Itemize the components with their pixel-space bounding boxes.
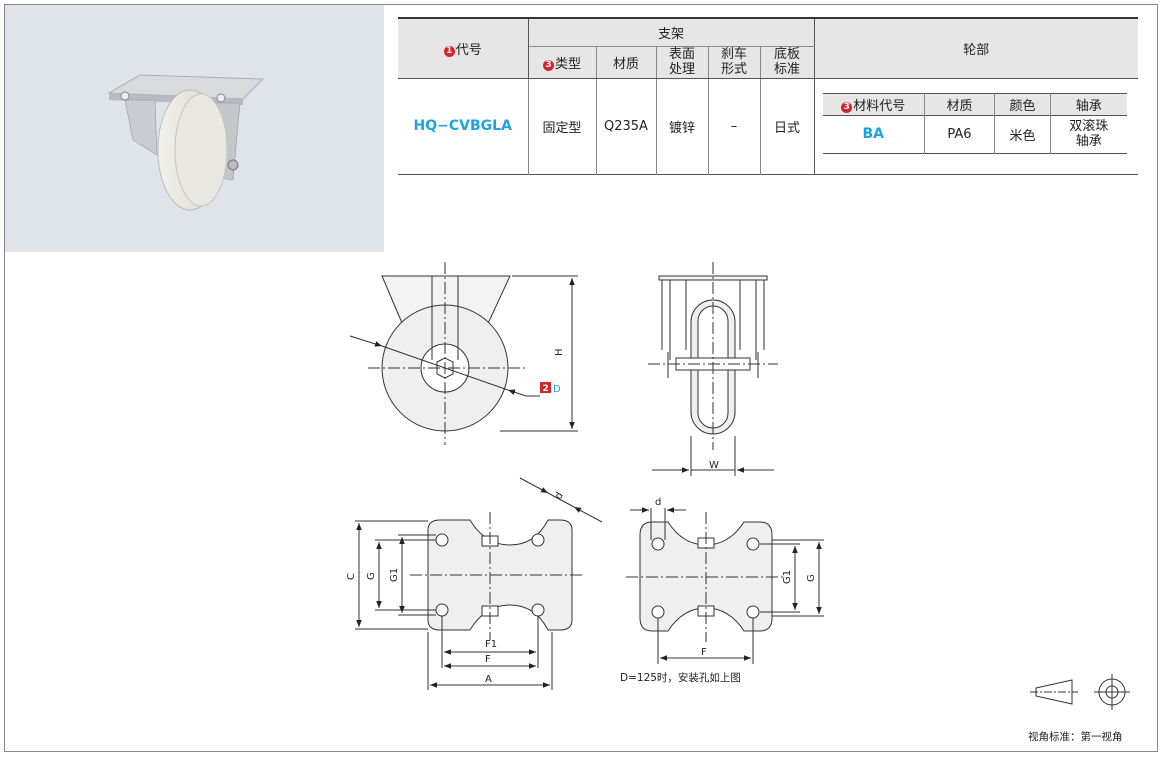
marker-2: 2 bbox=[543, 384, 549, 394]
marker-3b: 3 bbox=[841, 101, 853, 113]
dim-F-right-label: F bbox=[701, 647, 707, 658]
dim-G1-label: G1 bbox=[389, 568, 400, 582]
dim-d2-label: d bbox=[655, 497, 661, 508]
cell-type: 固定型 bbox=[528, 78, 597, 174]
dim-F1-label: F1 bbox=[485, 639, 497, 650]
page-frame bbox=[4, 4, 1158, 752]
dim-G1-right-label: G1 bbox=[782, 570, 793, 584]
cell-code: HQ−CVBGLA bbox=[398, 78, 529, 174]
cell-brake: – bbox=[708, 78, 761, 174]
dim-d-label: d bbox=[553, 490, 566, 501]
cell-base: 日式 bbox=[760, 78, 815, 174]
dim-D-label: D bbox=[553, 384, 561, 395]
base-plate-right bbox=[626, 507, 824, 664]
wheel-cell-color: 米色 bbox=[994, 115, 1051, 153]
dim-H-label: H bbox=[554, 348, 565, 356]
dim-F-label: F bbox=[485, 654, 491, 665]
view-standard-label: 视角标准：第一视角 bbox=[1028, 731, 1123, 743]
marker-1: 1 bbox=[443, 45, 455, 57]
cell-surface: 镀锌 bbox=[656, 78, 709, 174]
base-plate-left bbox=[355, 477, 603, 690]
dim-G-label: G bbox=[366, 572, 377, 580]
header-wheel: 轮部 bbox=[814, 18, 1138, 79]
header-material: 材质 bbox=[596, 46, 657, 79]
projection-symbol bbox=[1030, 674, 1130, 710]
side-view bbox=[349, 262, 578, 445]
header-base: 底板标准 bbox=[760, 46, 815, 79]
dim-W-label: W bbox=[709, 460, 719, 471]
wheel-header-color: 颜色 bbox=[994, 93, 1051, 115]
marker-3: 3 bbox=[542, 59, 554, 71]
marker-2-box bbox=[540, 382, 551, 393]
wheel-header-material: 材质 bbox=[924, 93, 995, 115]
wheel-cell-code: BA bbox=[822, 115, 925, 153]
header-brake: 刹车形式 bbox=[708, 46, 761, 79]
cell-material: Q235A bbox=[596, 78, 657, 174]
dim-C-label: C bbox=[346, 573, 357, 580]
dim-A-label: A bbox=[485, 674, 492, 685]
product-photo bbox=[5, 5, 384, 252]
mounting-note: D=125时，安装孔如上图 bbox=[620, 672, 741, 684]
header-bracket: 支架 bbox=[528, 18, 815, 47]
dim-G-right-label: G bbox=[806, 574, 817, 582]
wheel-cell-bearing: 双滚珠轴承 bbox=[1069, 119, 1109, 149]
wheel-cell-material: PA6 bbox=[924, 115, 995, 153]
header-surface: 表面处理 bbox=[656, 46, 709, 79]
front-view bbox=[648, 262, 778, 476]
wheel-header-bearing: 轴承 bbox=[1075, 98, 1102, 114]
